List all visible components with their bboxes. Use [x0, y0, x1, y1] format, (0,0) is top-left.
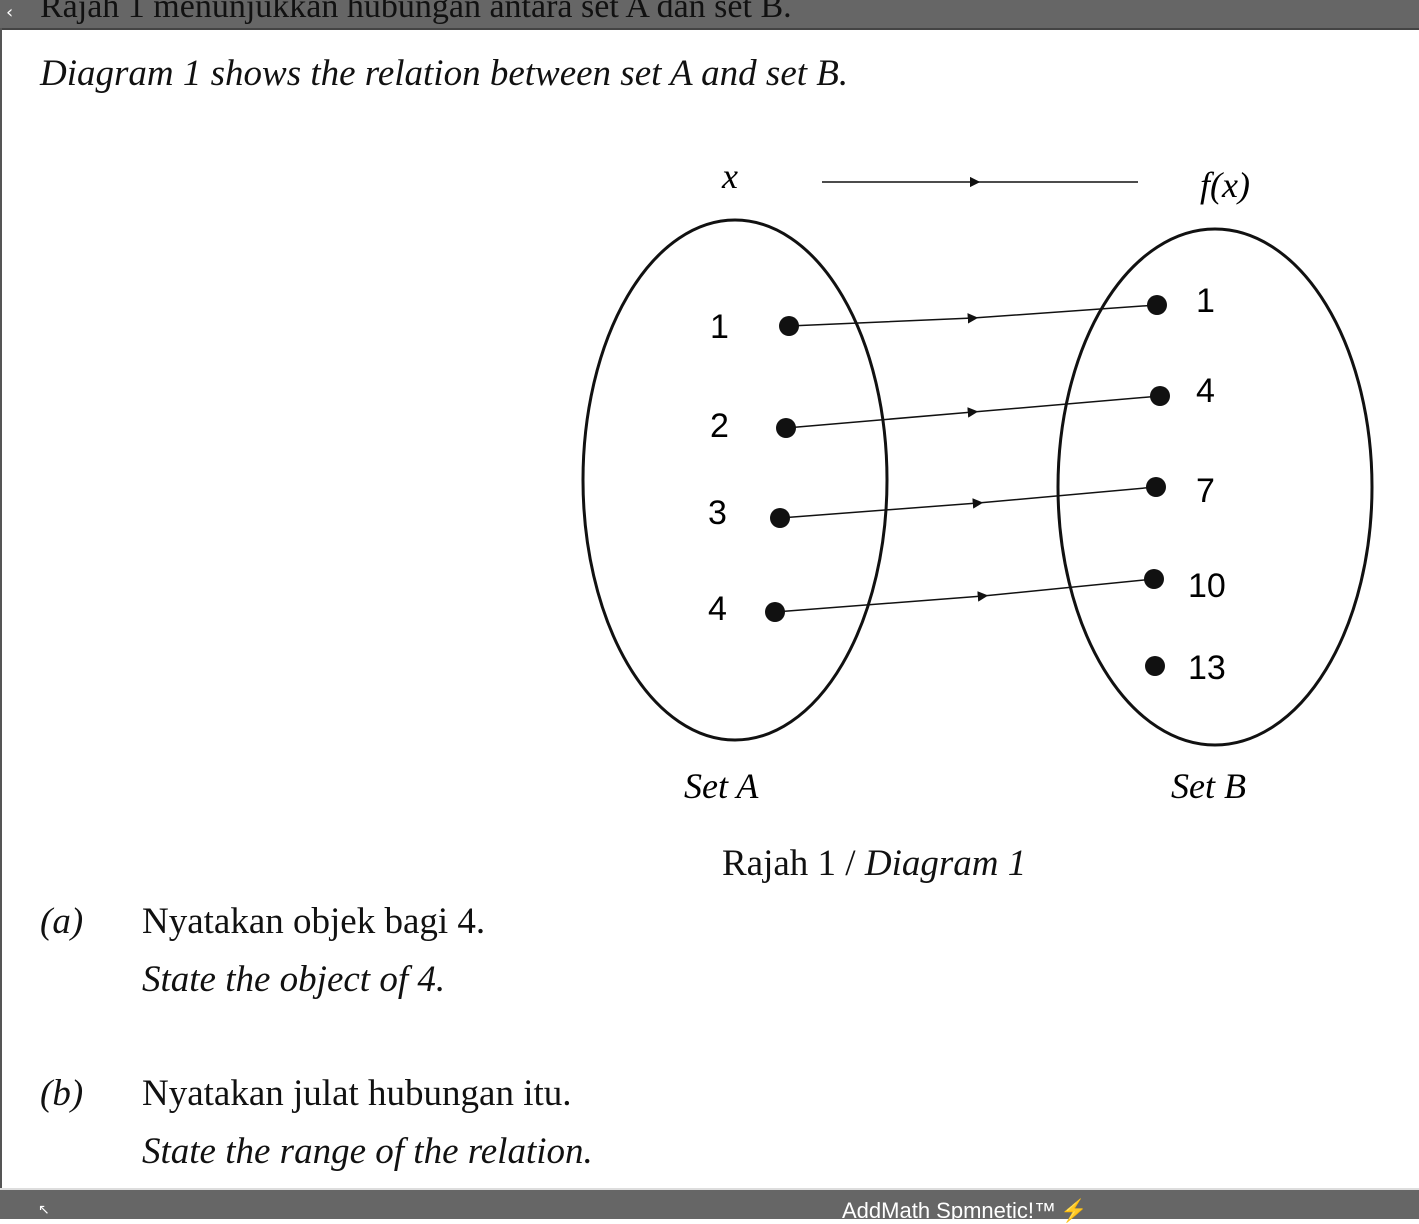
question-a-label: (a)	[40, 901, 84, 942]
arrow-3-7	[779, 486, 1157, 519]
cursor-icon: ↖	[38, 1202, 50, 1218]
set-b-label: Set B	[1171, 766, 1246, 806]
diagram-caption: Rajah 1 / Diagram 1	[722, 842, 1026, 885]
point-a-2	[776, 418, 796, 438]
point-a-1	[779, 316, 799, 336]
set-a-points: 1 2 3 4	[708, 308, 799, 628]
bottom-bar: ↖ AddMath Spmnetic!™⚡	[0, 1188, 1419, 1223]
page-border	[0, 28, 2, 1188]
question-a-en: State the object of 4.	[142, 959, 446, 1000]
caption-ms: Rajah 1 /	[722, 843, 865, 884]
question-b-en: State the range of the relation.	[142, 1131, 593, 1172]
domain-label: x	[721, 156, 738, 196]
label-a-4: 4	[708, 590, 727, 628]
label-b-7: 7	[1196, 472, 1215, 510]
set-b-points: 1 4 7 10 13	[1144, 282, 1226, 687]
arrow-2-4	[785, 395, 1161, 429]
label-b-1: 1	[1196, 282, 1215, 320]
cut-title: Rajah 1 menunjukkan hubungan antara set …	[40, 0, 792, 25]
intro-text: Diagram 1 shows the relation between set…	[40, 53, 849, 94]
label-a-3: 3	[708, 494, 727, 532]
arrow-4-10	[774, 578, 1155, 613]
lightning-icon: ⚡	[1059, 1198, 1088, 1223]
question-b-ms: Nyatakan julat hubungan itu.	[142, 1073, 572, 1114]
set-b-ellipse	[1056, 227, 1374, 747]
point-b-10	[1144, 569, 1164, 589]
point-b-7	[1146, 477, 1166, 497]
label-b-13: 13	[1188, 649, 1226, 687]
label-b-10: 10	[1188, 567, 1226, 605]
label-a-2: 2	[710, 407, 729, 445]
label-a-1: 1	[710, 308, 729, 346]
point-b-1	[1147, 295, 1167, 315]
caption-en: Diagram 1	[864, 843, 1027, 884]
back-chevron-icon[interactable]: ‹	[6, 2, 14, 23]
mapping-arrows	[774, 304, 1161, 613]
top-bar: ‹ Rajah 1 menunjukkan hubungan antara se…	[0, 0, 1419, 30]
point-b-13	[1145, 656, 1165, 676]
brand-watermark: AddMath Spmnetic!™⚡	[842, 1198, 1087, 1224]
label-b-4: 4	[1196, 372, 1215, 410]
point-a-3	[770, 508, 790, 528]
point-a-4	[765, 602, 785, 622]
point-b-4	[1150, 386, 1170, 406]
arrow-1-1	[788, 304, 1158, 327]
question-a-ms: Nyatakan objek bagi 4.	[142, 901, 486, 942]
brand-text: AddMath Spmnetic!™	[842, 1198, 1056, 1223]
codomain-label: f(x)	[1200, 165, 1250, 205]
question-b-label: (b)	[40, 1073, 84, 1114]
set-a-ellipse	[581, 218, 889, 742]
set-a-label: Set A	[684, 766, 759, 806]
